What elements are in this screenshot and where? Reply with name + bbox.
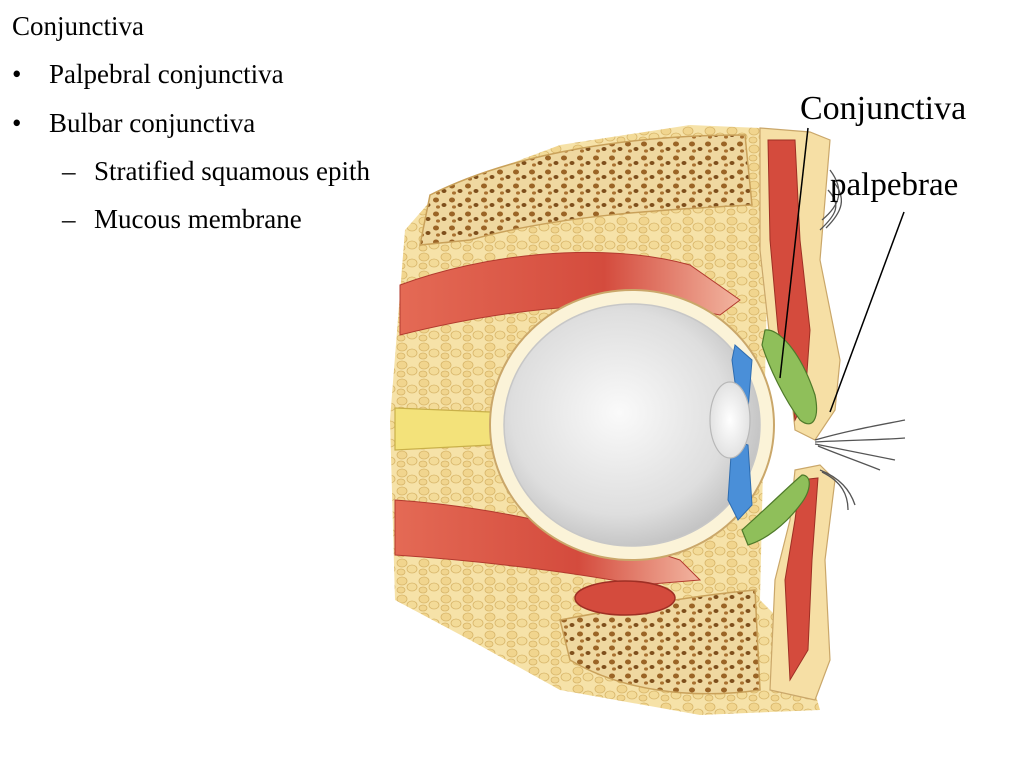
upper-orbital-bone [419, 134, 753, 246]
optic-nerve [394, 407, 499, 451]
slide-heading: Conjunctiva [12, 11, 144, 41]
lens [709, 381, 751, 459]
orbicularis-lower [784, 477, 819, 682]
superior-rectus-muscle [399, 251, 741, 336]
lower-tarsal-gland [741, 474, 810, 546]
conjunctiva-leader-line [779, 127, 809, 379]
bullet-text: Bulbar conjunctiva [49, 108, 256, 138]
inferior-rectus-muscle [394, 499, 702, 586]
sub-bullet-text: Stratified squamous epith [94, 156, 370, 186]
bullet-marker: • [12, 108, 22, 138]
palpebrae-leader-line [829, 211, 905, 413]
inferior-oblique-muscle [574, 580, 676, 616]
brow-hairs [819, 169, 843, 231]
sub-bullet-text: Mucous membrane [94, 204, 302, 234]
upper-eyelashes [814, 419, 906, 471]
eyeball [503, 303, 761, 547]
label-palpebrae: palpebrae [830, 167, 959, 203]
sub-bullet-marker: – [62, 204, 76, 234]
sub-bullet-marker: – [62, 156, 76, 186]
bullet-marker: • [12, 59, 22, 89]
upper-tarsal-gland [761, 329, 818, 425]
label-conjunctiva: Conjunctiva [800, 90, 967, 127]
lower-eyelashes [819, 469, 856, 511]
bullet-text: Palpebral conjunctiva [49, 59, 284, 89]
